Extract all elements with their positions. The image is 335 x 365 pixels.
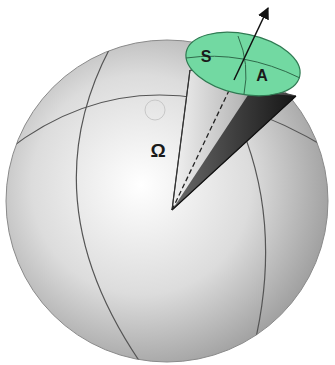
cap-arc: [238, 36, 246, 94]
axis-dashed: [172, 80, 234, 210]
small-circle: [145, 100, 165, 120]
cone-edge: [172, 96, 296, 210]
cone-shadow: [172, 92, 296, 210]
great-circle: [76, 48, 140, 362]
area-label: S: [201, 49, 212, 65]
area-label: A: [256, 68, 268, 84]
solid-angle-label: Ω: [150, 141, 165, 160]
cap-area: [180, 23, 306, 106]
cone-edge: [172, 70, 190, 210]
